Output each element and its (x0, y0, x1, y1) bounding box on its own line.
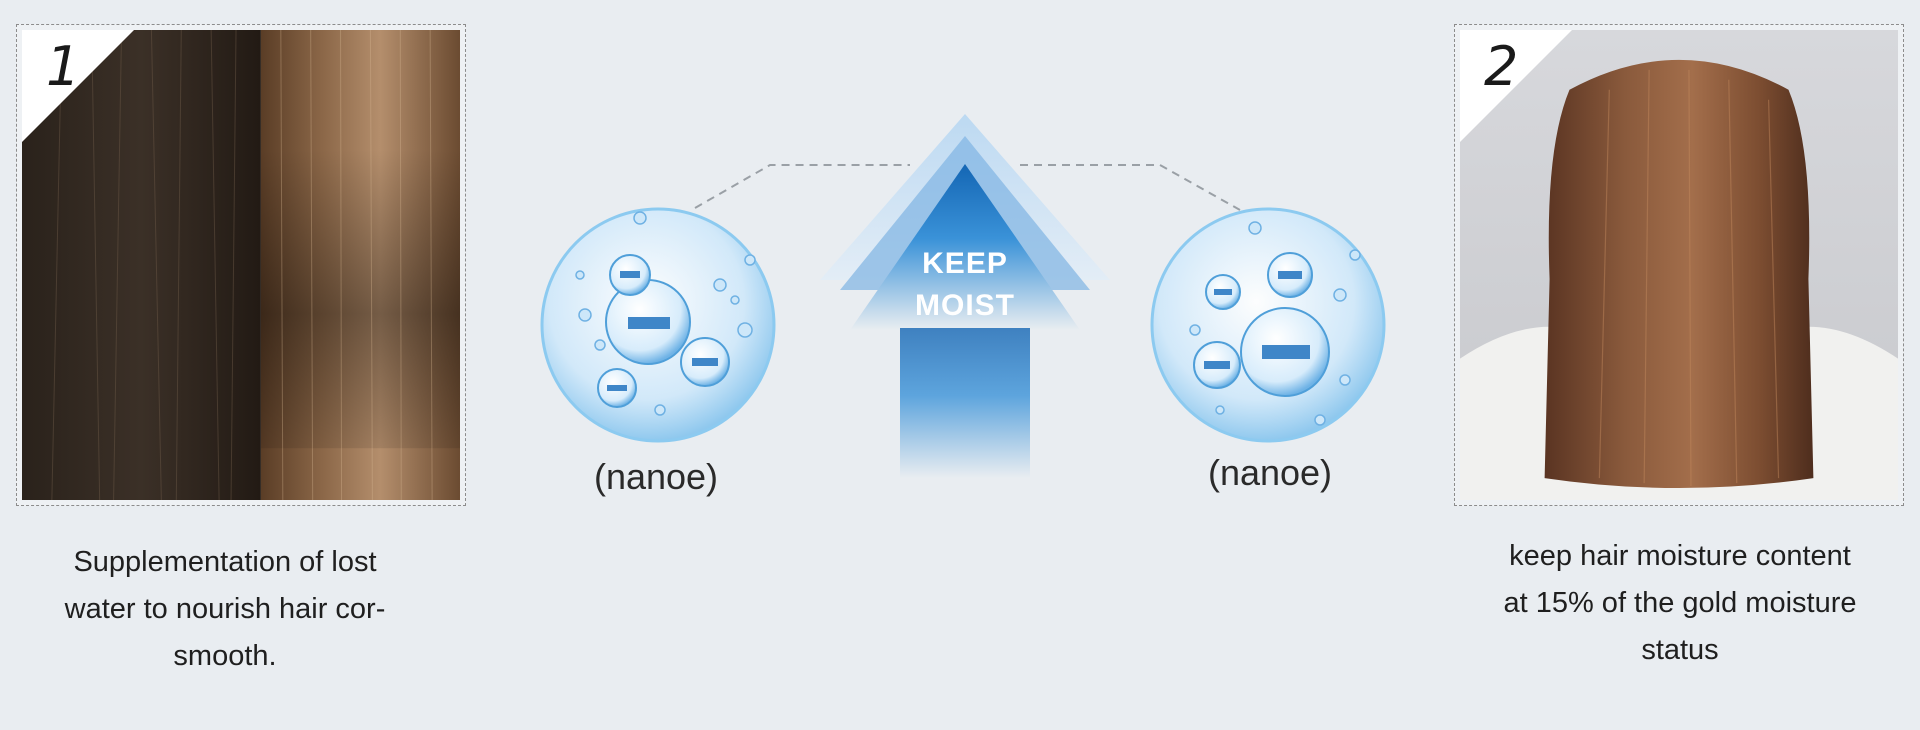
nanoe-label-left: (nanoe) (593, 456, 719, 497)
corner-tag (1460, 30, 1572, 142)
hair-comparison-image (22, 30, 460, 500)
dashed-connector-left (694, 164, 910, 209)
panel-caption: Supplementation of lost water to nourish… (64, 546, 386, 672)
arrow-label: KEEP MOIST (915, 247, 1015, 322)
corner-tag (22, 30, 134, 142)
nanoe-bubble-left (540, 207, 776, 443)
nanoe-label-right: (nanoe) (1207, 452, 1333, 493)
hair-comparison-photo-frame: 1 (16, 24, 466, 506)
nanoe-bubble-right (1150, 207, 1386, 443)
panel-caption: keep hair moisture content at 15% of the… (1503, 540, 1857, 666)
arrow-shaft (900, 328, 1030, 478)
keep-moist-graphic (540, 114, 1386, 478)
panel-number: 2 (1484, 35, 1519, 98)
arrow-head (850, 164, 1080, 330)
straight-hair-photo: 2 (1460, 30, 1898, 500)
straight-hair-photo-frame: 2 (1454, 24, 1904, 506)
panel-number: 1 (46, 35, 81, 98)
dashed-connector-right (1020, 164, 1241, 211)
hair-comparison-photo: 1 (22, 30, 460, 500)
